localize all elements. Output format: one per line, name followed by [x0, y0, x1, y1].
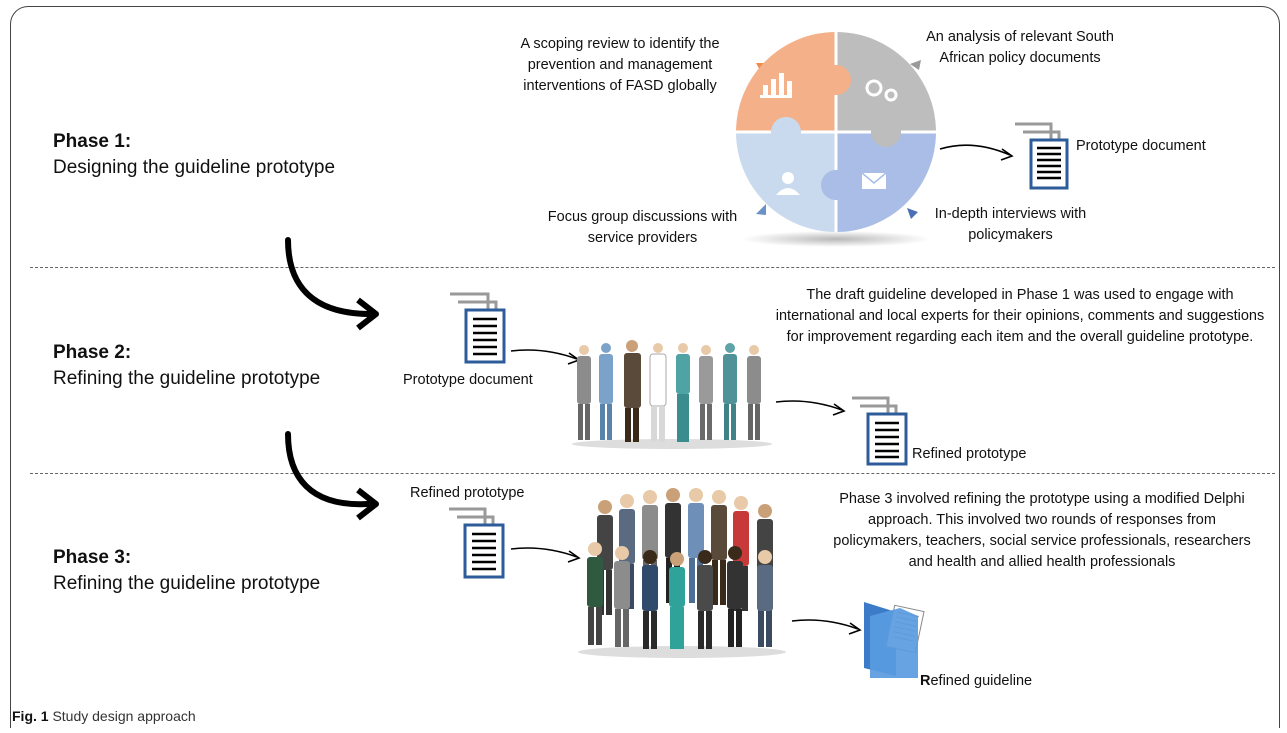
envelope-icon	[861, 172, 887, 189]
pointer-triangle-icon	[907, 208, 918, 219]
phase3-subtitle: Refining the guideline prototype	[53, 573, 321, 594]
puzzle-label-focus-groups: Focus group discussions with service pro…	[547, 209, 738, 246]
figure-caption: Fig. 1 Study design approach	[12, 708, 196, 724]
phase2-description: The draft guideline developed in Phase 1…	[775, 287, 1265, 345]
puzzle-label-interviews: In-depth interviews with policymakers	[934, 206, 1087, 243]
pointer-triangle-icon	[756, 204, 766, 215]
phase3-description: Phase 3 involved refining the prototype …	[833, 491, 1251, 570]
person-figure	[624, 340, 641, 442]
pointer-triangle-icon	[910, 60, 921, 70]
figure-caption-label: Fig. 1	[12, 708, 49, 724]
phase-divider	[30, 473, 1275, 474]
person-figure	[676, 343, 690, 442]
document-stack-icon	[450, 292, 506, 364]
puzzle-label-policy-analysis: An analysis of relevant South African po…	[926, 29, 1114, 66]
figure-frame	[10, 6, 1280, 728]
person-figure	[669, 552, 685, 649]
bar-chart-icon	[760, 73, 792, 98]
person-figure	[649, 343, 667, 442]
person-figure	[723, 343, 737, 440]
phase3-output-label: Refined guideline	[920, 673, 1032, 689]
arrow-icon	[775, 400, 846, 416]
gears-icon	[865, 79, 898, 102]
phase2-output-label: Refined prototype	[912, 446, 1027, 462]
curved-arrow-icon	[285, 237, 379, 331]
phase1-title: Phase 1:	[53, 131, 132, 152]
phase2-input-label: Prototype document	[403, 372, 533, 388]
phase3-title: Phase 3:	[53, 547, 132, 568]
arrow-icon	[510, 547, 581, 563]
person-figure	[711, 490, 727, 605]
curved-arrow-icon	[285, 431, 379, 521]
folder-icon	[864, 602, 925, 678]
person-figure	[727, 546, 743, 647]
arrow-icon	[939, 144, 1014, 161]
arrow-icon	[791, 619, 862, 635]
puzzle-circle	[736, 32, 936, 247]
phase2-subtitle: Refining the guideline prototype	[53, 368, 321, 389]
document-stack-icon	[1015, 122, 1069, 190]
phase3-input-label: Refined prototype	[410, 485, 525, 501]
person-figure	[697, 550, 713, 649]
stakeholder-group-illustration	[578, 488, 786, 658]
phase3-output-label-bold: R	[920, 673, 931, 689]
person-figure	[614, 546, 630, 647]
puzzle-label-scoping-review: A scoping review to identify the prevent…	[520, 36, 720, 94]
figure-caption-text: Study design approach	[48, 708, 196, 724]
document-stack-icon	[852, 396, 908, 466]
expert-group-illustration	[572, 340, 772, 449]
person-figure	[747, 345, 761, 440]
phase1-output-label: Prototype document	[1076, 138, 1206, 154]
person-figure	[577, 345, 591, 440]
phase2-title: Phase 2:	[53, 342, 132, 363]
person-icon	[776, 172, 800, 195]
person-figure	[757, 550, 773, 647]
person-figure	[642, 550, 658, 649]
phase-divider	[30, 267, 1275, 268]
person-figure	[587, 542, 603, 645]
document-stack-icon	[449, 507, 505, 579]
person-figure	[599, 343, 613, 440]
phase1-subtitle: Designing the guideline prototype	[53, 157, 336, 178]
phase3-output-label-rest: efined guideline	[930, 673, 1033, 689]
person-figure	[699, 345, 713, 440]
